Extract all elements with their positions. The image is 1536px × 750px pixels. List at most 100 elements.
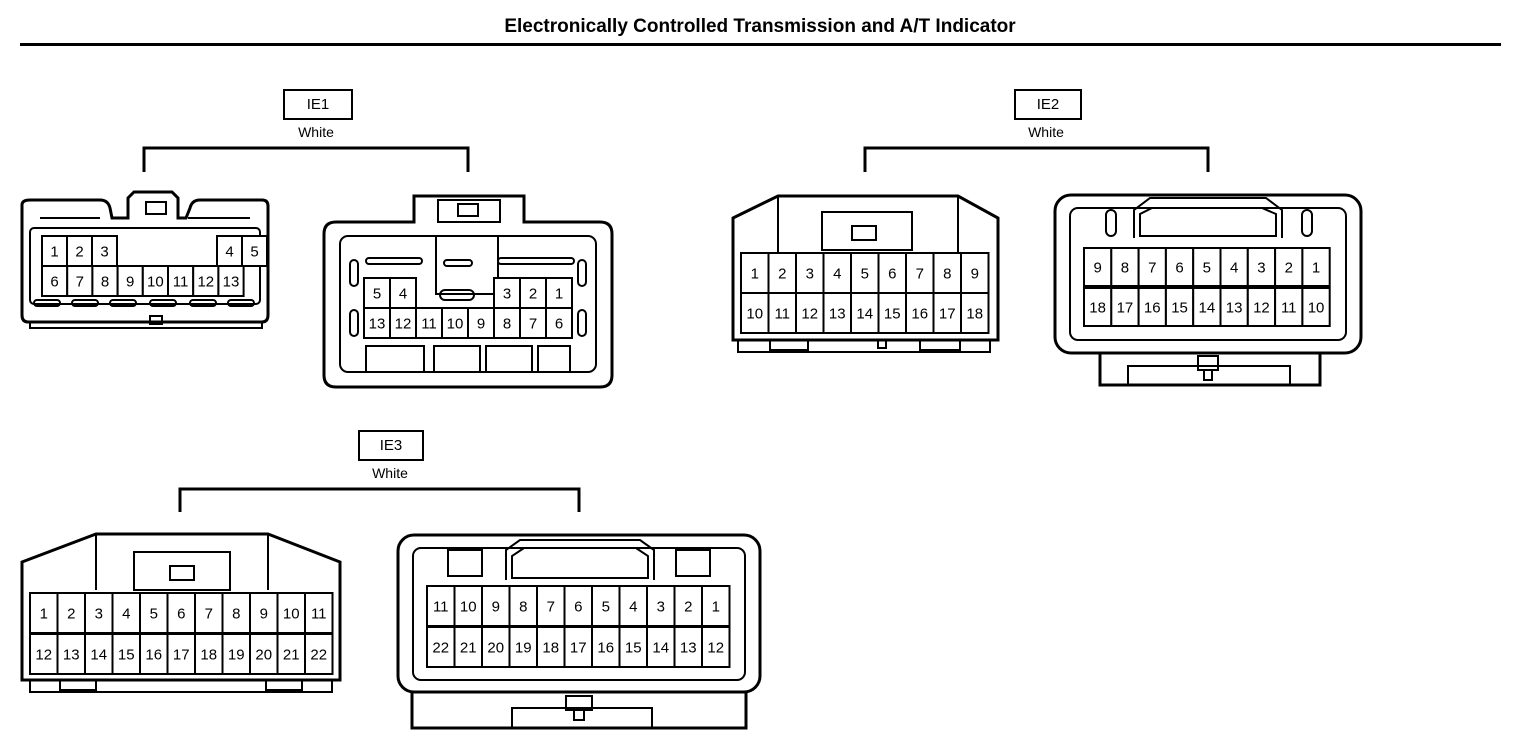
ie2-pin-15-female: 15 (1164, 287, 1195, 327)
ie3-pin-18-female: 18 (536, 626, 566, 668)
pin-number: 4 (399, 286, 407, 303)
ie3-pin-6-female: 6 (563, 585, 593, 627)
ie2-pin-8-male: 8 (932, 252, 962, 294)
pin-number: 11 (433, 599, 449, 616)
ie2-pin-11-male: 11 (767, 292, 797, 334)
ie3-pin-21-male: 21 (276, 633, 306, 675)
pin-number: 7 (916, 266, 924, 283)
ie1-pin-2-male: 2 (66, 235, 93, 267)
ie3-pin-12-female: 12 (701, 626, 731, 668)
ie1-pin-5-female: 5 (363, 277, 391, 309)
pin-number: 15 (884, 306, 901, 323)
ie1-pin-10-female: 10 (441, 307, 469, 339)
ie1-pin-13-female: 13 (363, 307, 391, 339)
pin-number: 9 (492, 599, 500, 616)
pin-number: 17 (570, 640, 587, 657)
pin-number: 7 (529, 316, 537, 333)
pin-number: 19 (228, 647, 245, 664)
ie2-female-housing (1053, 193, 1363, 387)
pin-number: 14 (90, 647, 107, 664)
pin-number: 15 (625, 640, 642, 657)
ie3-pin-15-female: 15 (618, 626, 648, 668)
pin-number: 10 (147, 274, 164, 291)
ie2-pin-10-male: 10 (740, 292, 770, 334)
ie3-pin-1-female: 1 (701, 585, 731, 627)
ie1-pin-9-female: 9 (467, 307, 495, 339)
pin-number: 4 (629, 599, 637, 616)
ie1-pin-1-female: 1 (545, 277, 573, 309)
pin-number: 5 (150, 606, 158, 623)
pin-number: 8 (1121, 260, 1129, 277)
ie3-pin-4-female: 4 (618, 585, 648, 627)
ie2-pin-17-female: 17 (1110, 287, 1140, 327)
pin-number: 1 (751, 266, 759, 283)
pin-number: 6 (50, 274, 58, 291)
ie1-pin-6-female: 6 (545, 307, 573, 339)
ie1-pin-11-male: 11 (167, 265, 195, 297)
title-divider (20, 43, 1501, 46)
ie1-pin-5-male: 5 (241, 235, 268, 267)
ie2-pin-6-male: 6 (877, 252, 907, 294)
ie3-pin-13-female: 13 (673, 626, 703, 668)
pin-number: 18 (200, 647, 217, 664)
ie2-pin-1-male: 1 (740, 252, 770, 294)
ie2-pin-3-female: 3 (1246, 247, 1277, 287)
pin-number: 16 (1144, 300, 1161, 317)
connector-ie2-color: White (1028, 124, 1064, 140)
ie3-pin-15-male: 15 (111, 633, 141, 675)
pin-number: 20 (487, 640, 504, 657)
pin-number: 16 (911, 306, 928, 323)
ie3-pin-22-male: 22 (304, 633, 334, 675)
pin-number: 14 (856, 306, 873, 323)
ie2-pin-12-female: 12 (1246, 287, 1277, 327)
pin-number: 2 (778, 266, 786, 283)
ie1-pin-8-female: 8 (493, 307, 521, 339)
ie1-pin-10-male: 10 (141, 265, 170, 297)
pin-number: 10 (460, 599, 477, 616)
pin-number: 6 (1175, 260, 1183, 277)
pin-number: 13 (63, 647, 80, 664)
ie3-pin-4-male: 4 (111, 592, 141, 634)
ie2-pin-11-female: 11 (1274, 287, 1304, 327)
ie1-pin-8-male: 8 (91, 265, 119, 297)
ie3-pin-17-male: 17 (166, 633, 196, 675)
ie2-male-housing (731, 194, 1000, 353)
pin-number: 8 (101, 274, 109, 291)
ie1-pin-4-female: 4 (389, 277, 417, 309)
pin-number: 15 (1171, 300, 1188, 317)
pin-number: 2 (75, 244, 83, 261)
pin-number: 6 (177, 606, 185, 623)
ie3-pin-20-female: 20 (481, 626, 511, 668)
ie1-pin-3-male: 3 (91, 235, 118, 267)
pin-number: 5 (861, 266, 869, 283)
ie3-pin-18-male: 18 (194, 633, 224, 675)
ie1-pin-3-female: 3 (493, 277, 521, 309)
ie2-pin-1-female: 1 (1301, 247, 1331, 287)
pin-number: 11 (1281, 300, 1297, 317)
pin-number: 1 (712, 599, 720, 616)
pin-number: 12 (801, 306, 818, 323)
pin-number: 3 (95, 606, 103, 623)
pin-number: 4 (833, 266, 841, 283)
ie2-pin-14-male: 14 (850, 292, 880, 334)
pin-number: 1 (555, 286, 563, 303)
pin-number: 13 (369, 316, 386, 333)
ie3-pin-21-female: 21 (453, 626, 483, 668)
pin-number: 12 (395, 316, 412, 333)
ie2-pin-2-female: 2 (1274, 247, 1304, 287)
ie1-pin-1-male: 1 (41, 235, 68, 267)
pin-number: 14 (652, 640, 669, 657)
ie3-pin-8-female: 8 (508, 585, 538, 627)
pin-number: 21 (283, 647, 300, 664)
ie1-pin-7-female: 7 (519, 307, 547, 339)
ie3-pin-16-female: 16 (591, 626, 621, 668)
connector-ie1-tag: IE1 (283, 89, 353, 120)
pin-number: 1 (50, 244, 58, 261)
pin-number: 3 (1257, 260, 1265, 277)
ie2-pin-16-female: 16 (1137, 287, 1167, 327)
ie3-pin-2-female: 2 (673, 585, 703, 627)
ie2-pin-4-female: 4 (1219, 247, 1249, 287)
ie2-pin-18-female: 18 (1083, 287, 1113, 327)
pin-number: 16 (145, 647, 162, 664)
